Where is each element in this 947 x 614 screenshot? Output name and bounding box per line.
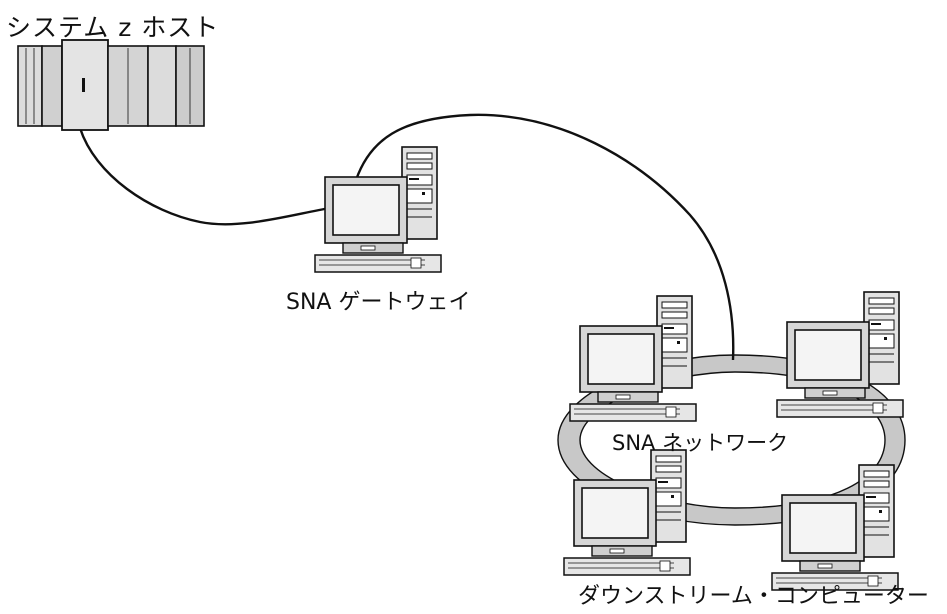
gateway-label: SNA ゲートウェイ (286, 290, 471, 315)
host-gateway-link (78, 127, 331, 226)
downstream-label: ダウンストリーム・コンピューター (578, 584, 929, 609)
gateway-computer-icon (314, 146, 442, 273)
host-label: システム z ホスト (6, 13, 220, 42)
downstream-computer-icon (771, 464, 899, 591)
network-label: SNA ネットワーク (612, 431, 789, 455)
mainframe-icon (17, 39, 205, 131)
gateway-network-link (354, 113, 735, 361)
